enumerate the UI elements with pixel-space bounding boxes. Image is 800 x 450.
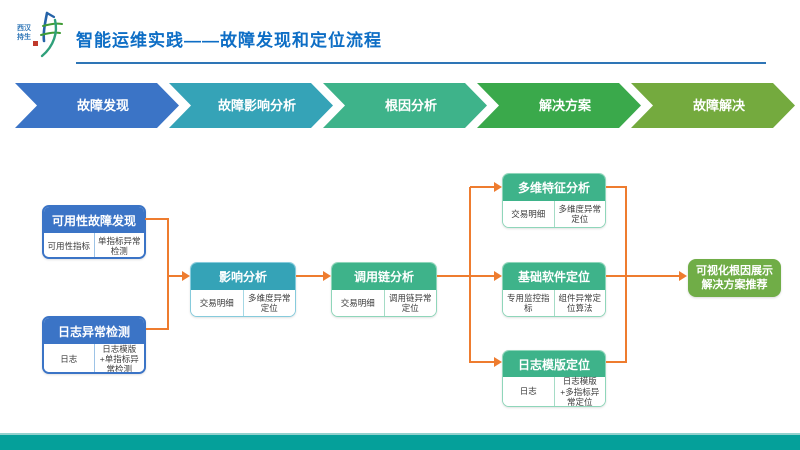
box-call-chain-analysis: 调用链分析 交易明细 调用链异常定位: [331, 262, 437, 317]
connector-line: [145, 218, 169, 220]
result-line: 可视化根因展示: [696, 264, 773, 277]
box-log-template-location: 日志模版定位 日志 日志模版+多指标异常定位: [502, 350, 606, 407]
chevron-impact-analysis: 故障影响分析: [169, 83, 333, 128]
box-cell: 交易明细: [199, 297, 234, 308]
connector-line: [606, 186, 626, 188]
box-cell: 调用链异常定位: [383, 290, 437, 316]
box-title: 可用性故障发现: [44, 207, 144, 233]
box-cell: 单指标异常检测: [93, 233, 145, 257]
connector-line: [296, 275, 324, 277]
box-impact-analysis: 影响分析 交易明细 多维度异常定位: [190, 262, 296, 317]
connector-line: [470, 186, 495, 188]
connector-arrowhead: [323, 271, 331, 281]
chevron-root-cause-analysis: 根因分析: [323, 83, 487, 128]
page-title: 智能运维实践——故障发现和定位流程: [76, 31, 382, 50]
process-band: 故障发现 故障影响分析 根因分析 解决方案 故障解决: [0, 83, 800, 128]
svg-text:西汉: 西汉: [17, 23, 32, 32]
connector-line: [627, 275, 680, 277]
box-cell: 日志模版+多指标异常定位: [553, 376, 606, 406]
chevron-fault-discovery: 故障发现: [15, 83, 179, 128]
connector-line: [606, 275, 626, 277]
box-cell: 专用监控指标: [506, 292, 550, 313]
chevron-fault-resolved: 故障解决: [631, 83, 795, 128]
connector-arrowhead: [182, 271, 190, 281]
box-cell: 交易明细: [340, 297, 375, 308]
connector-line: [146, 328, 169, 330]
box-multidim-feature-analysis: 多维特征分析 交易明细 多维度异常定位: [502, 173, 606, 228]
box-title: 日志模版定位: [503, 351, 605, 377]
box-cell: 交易明细: [511, 208, 546, 219]
box-title: 调用链分析: [332, 263, 436, 290]
connector-arrowhead: [494, 271, 502, 281]
box-cell: 组件异常定位算法: [553, 290, 606, 316]
connector-line: [625, 276, 627, 363]
connector-line: [625, 186, 627, 277]
box-log-anomaly-detection: 日志异常检测 日志 日志模版+单指标异常检测: [42, 316, 146, 374]
box-base-software-location: 基础软件定位 专用监控指标 组件异常定位算法: [502, 262, 606, 317]
box-availability-fault-discovery: 可用性故障发现 可用性指标 单指标异常检测: [42, 205, 146, 259]
connector-line: [169, 275, 183, 277]
chevron-solution: 解决方案: [477, 83, 641, 128]
brand-logo-icon: 西汉 持生: [17, 11, 63, 58]
connector-line: [470, 361, 495, 363]
box-title: 多维特征分析: [503, 174, 605, 201]
connector-line: [167, 218, 169, 277]
box-title: 日志异常检测: [44, 318, 144, 344]
connector-arrowhead: [679, 271, 687, 281]
box-cell: 多维度异常定位: [553, 201, 606, 227]
box-cell: 可用性指标: [47, 240, 90, 251]
svg-text:持生: 持生: [17, 32, 31, 41]
box-title: 影响分析: [191, 263, 295, 290]
connector-line: [437, 275, 495, 277]
connector-line: [606, 361, 626, 363]
footer-bar: [0, 433, 800, 450]
connector-arrowhead: [494, 182, 502, 192]
result-line: 解决方案推荐: [701, 279, 768, 291]
connector-line: [167, 276, 169, 330]
box-cell: 日志: [60, 353, 78, 364]
box-cell: 日志: [519, 386, 537, 397]
box-title: 基础软件定位: [503, 263, 605, 290]
box-visual-root-cause-result: 可视化根因展示 解决方案推荐: [688, 259, 781, 297]
connector-line: [469, 187, 471, 363]
title-underline: [76, 62, 766, 64]
box-cell: 多维度异常定位: [242, 290, 296, 316]
box-cell: 日志模版+单指标异常检测: [93, 344, 145, 372]
connector-arrowhead: [494, 357, 502, 367]
